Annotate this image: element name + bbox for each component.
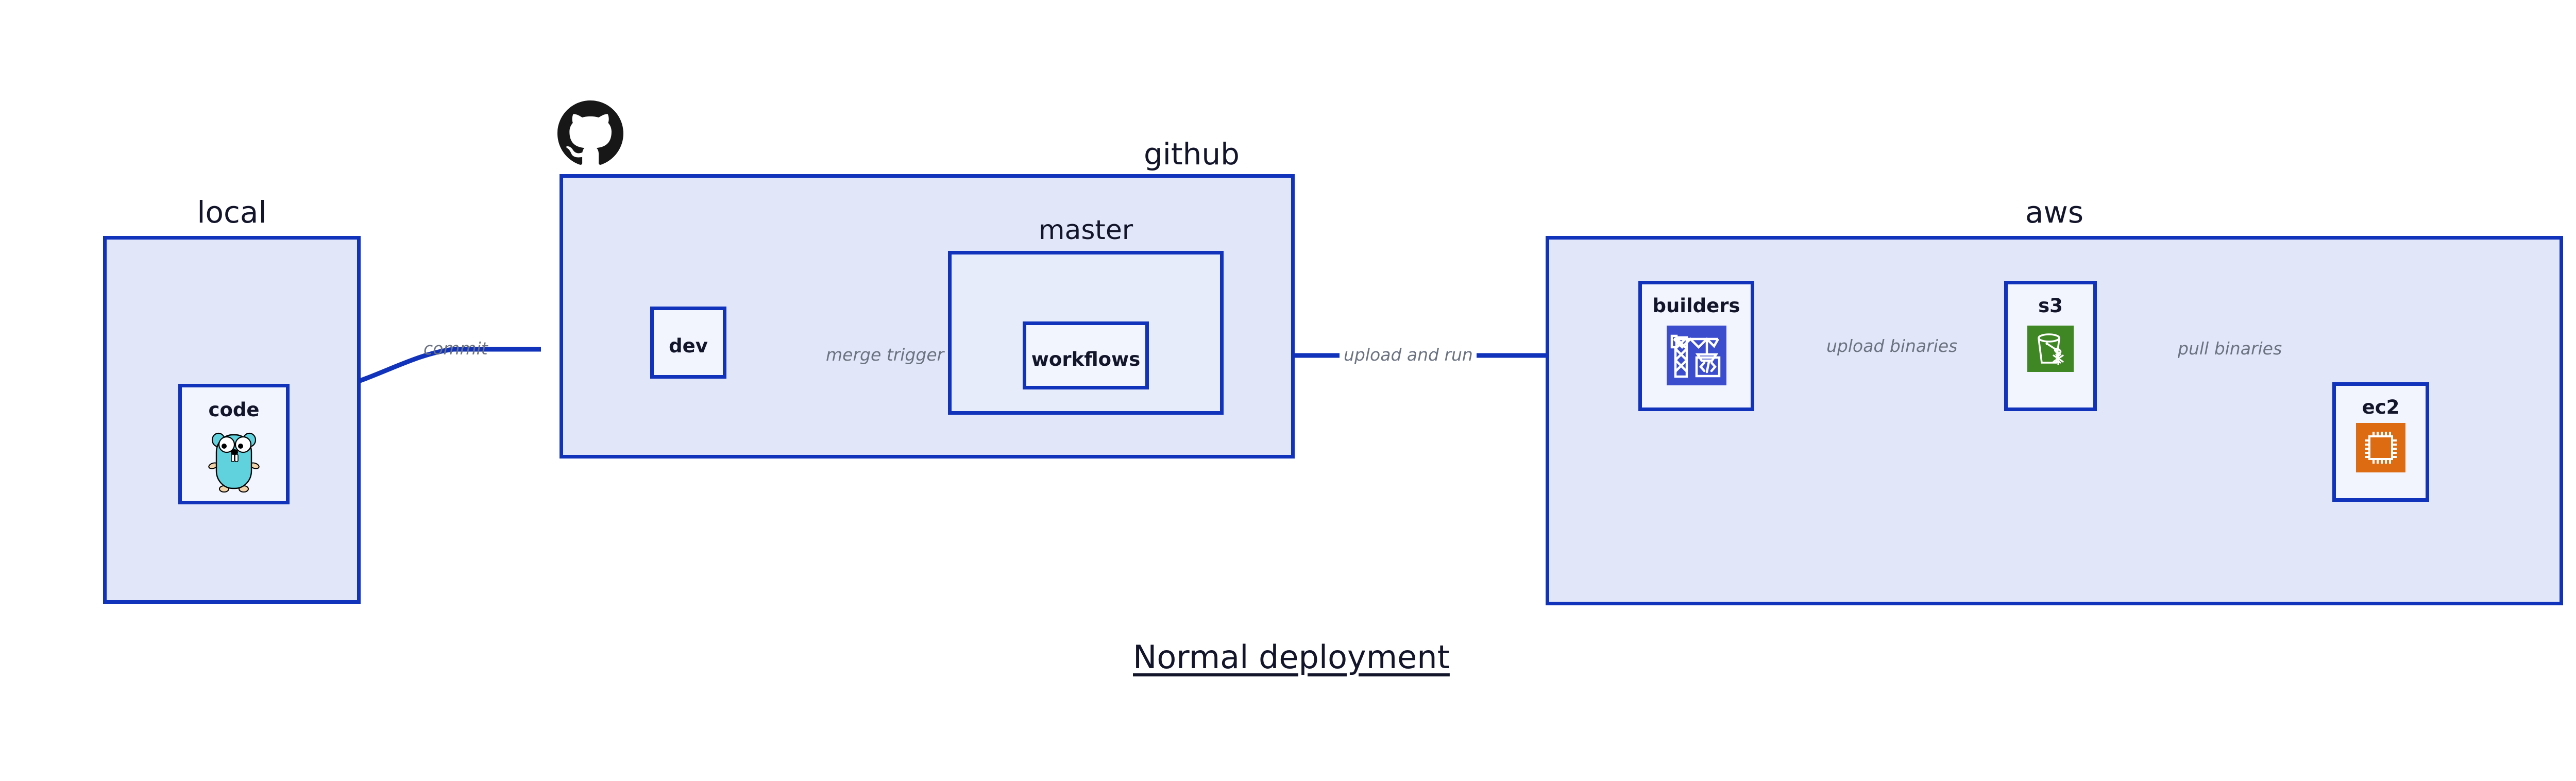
aws-s3-bucket-icon xyxy=(2027,326,2074,372)
group-label-master: master xyxy=(1038,215,1133,246)
node-code[interactable]: code xyxy=(178,384,290,504)
aws-ec2-chip-icon xyxy=(2356,423,2405,472)
group-label-aws: aws xyxy=(2025,195,2084,230)
node-label-ec2: ec2 xyxy=(2362,396,2400,418)
node-ec2[interactable]: ec2 xyxy=(2332,382,2429,502)
node-label-code: code xyxy=(208,399,260,421)
node-dev[interactable]: dev xyxy=(650,307,726,379)
node-s3[interactable]: s3 xyxy=(2004,281,2097,411)
edge-label-commit: commit xyxy=(423,338,488,359)
edge-label-merge-trigger: merge trigger xyxy=(826,345,944,365)
edge-label-pull-binaries: pull binaries xyxy=(2178,338,2282,359)
github-octocat-icon xyxy=(557,100,623,166)
go-gopher-icon xyxy=(207,429,261,493)
group-label-github: github xyxy=(1143,137,1240,172)
node-label-dev: dev xyxy=(669,335,708,357)
node-label-s3: s3 xyxy=(2038,295,2063,317)
diagram-caption: Normal deployment xyxy=(1133,638,1450,676)
aws-builders-crane-icon xyxy=(1666,326,1726,385)
edge-label-upload-binaries: upload binaries xyxy=(1826,336,1958,356)
edge-label-upload-and-run: upload and run xyxy=(1344,345,1473,365)
node-builders[interactable]: builders xyxy=(1638,281,1754,411)
group-label-local: local xyxy=(197,195,267,230)
node-label-workflows: workflows xyxy=(1031,348,1141,370)
node-workflows[interactable]: workflows xyxy=(1023,321,1149,389)
node-label-builders: builders xyxy=(1652,295,1740,317)
